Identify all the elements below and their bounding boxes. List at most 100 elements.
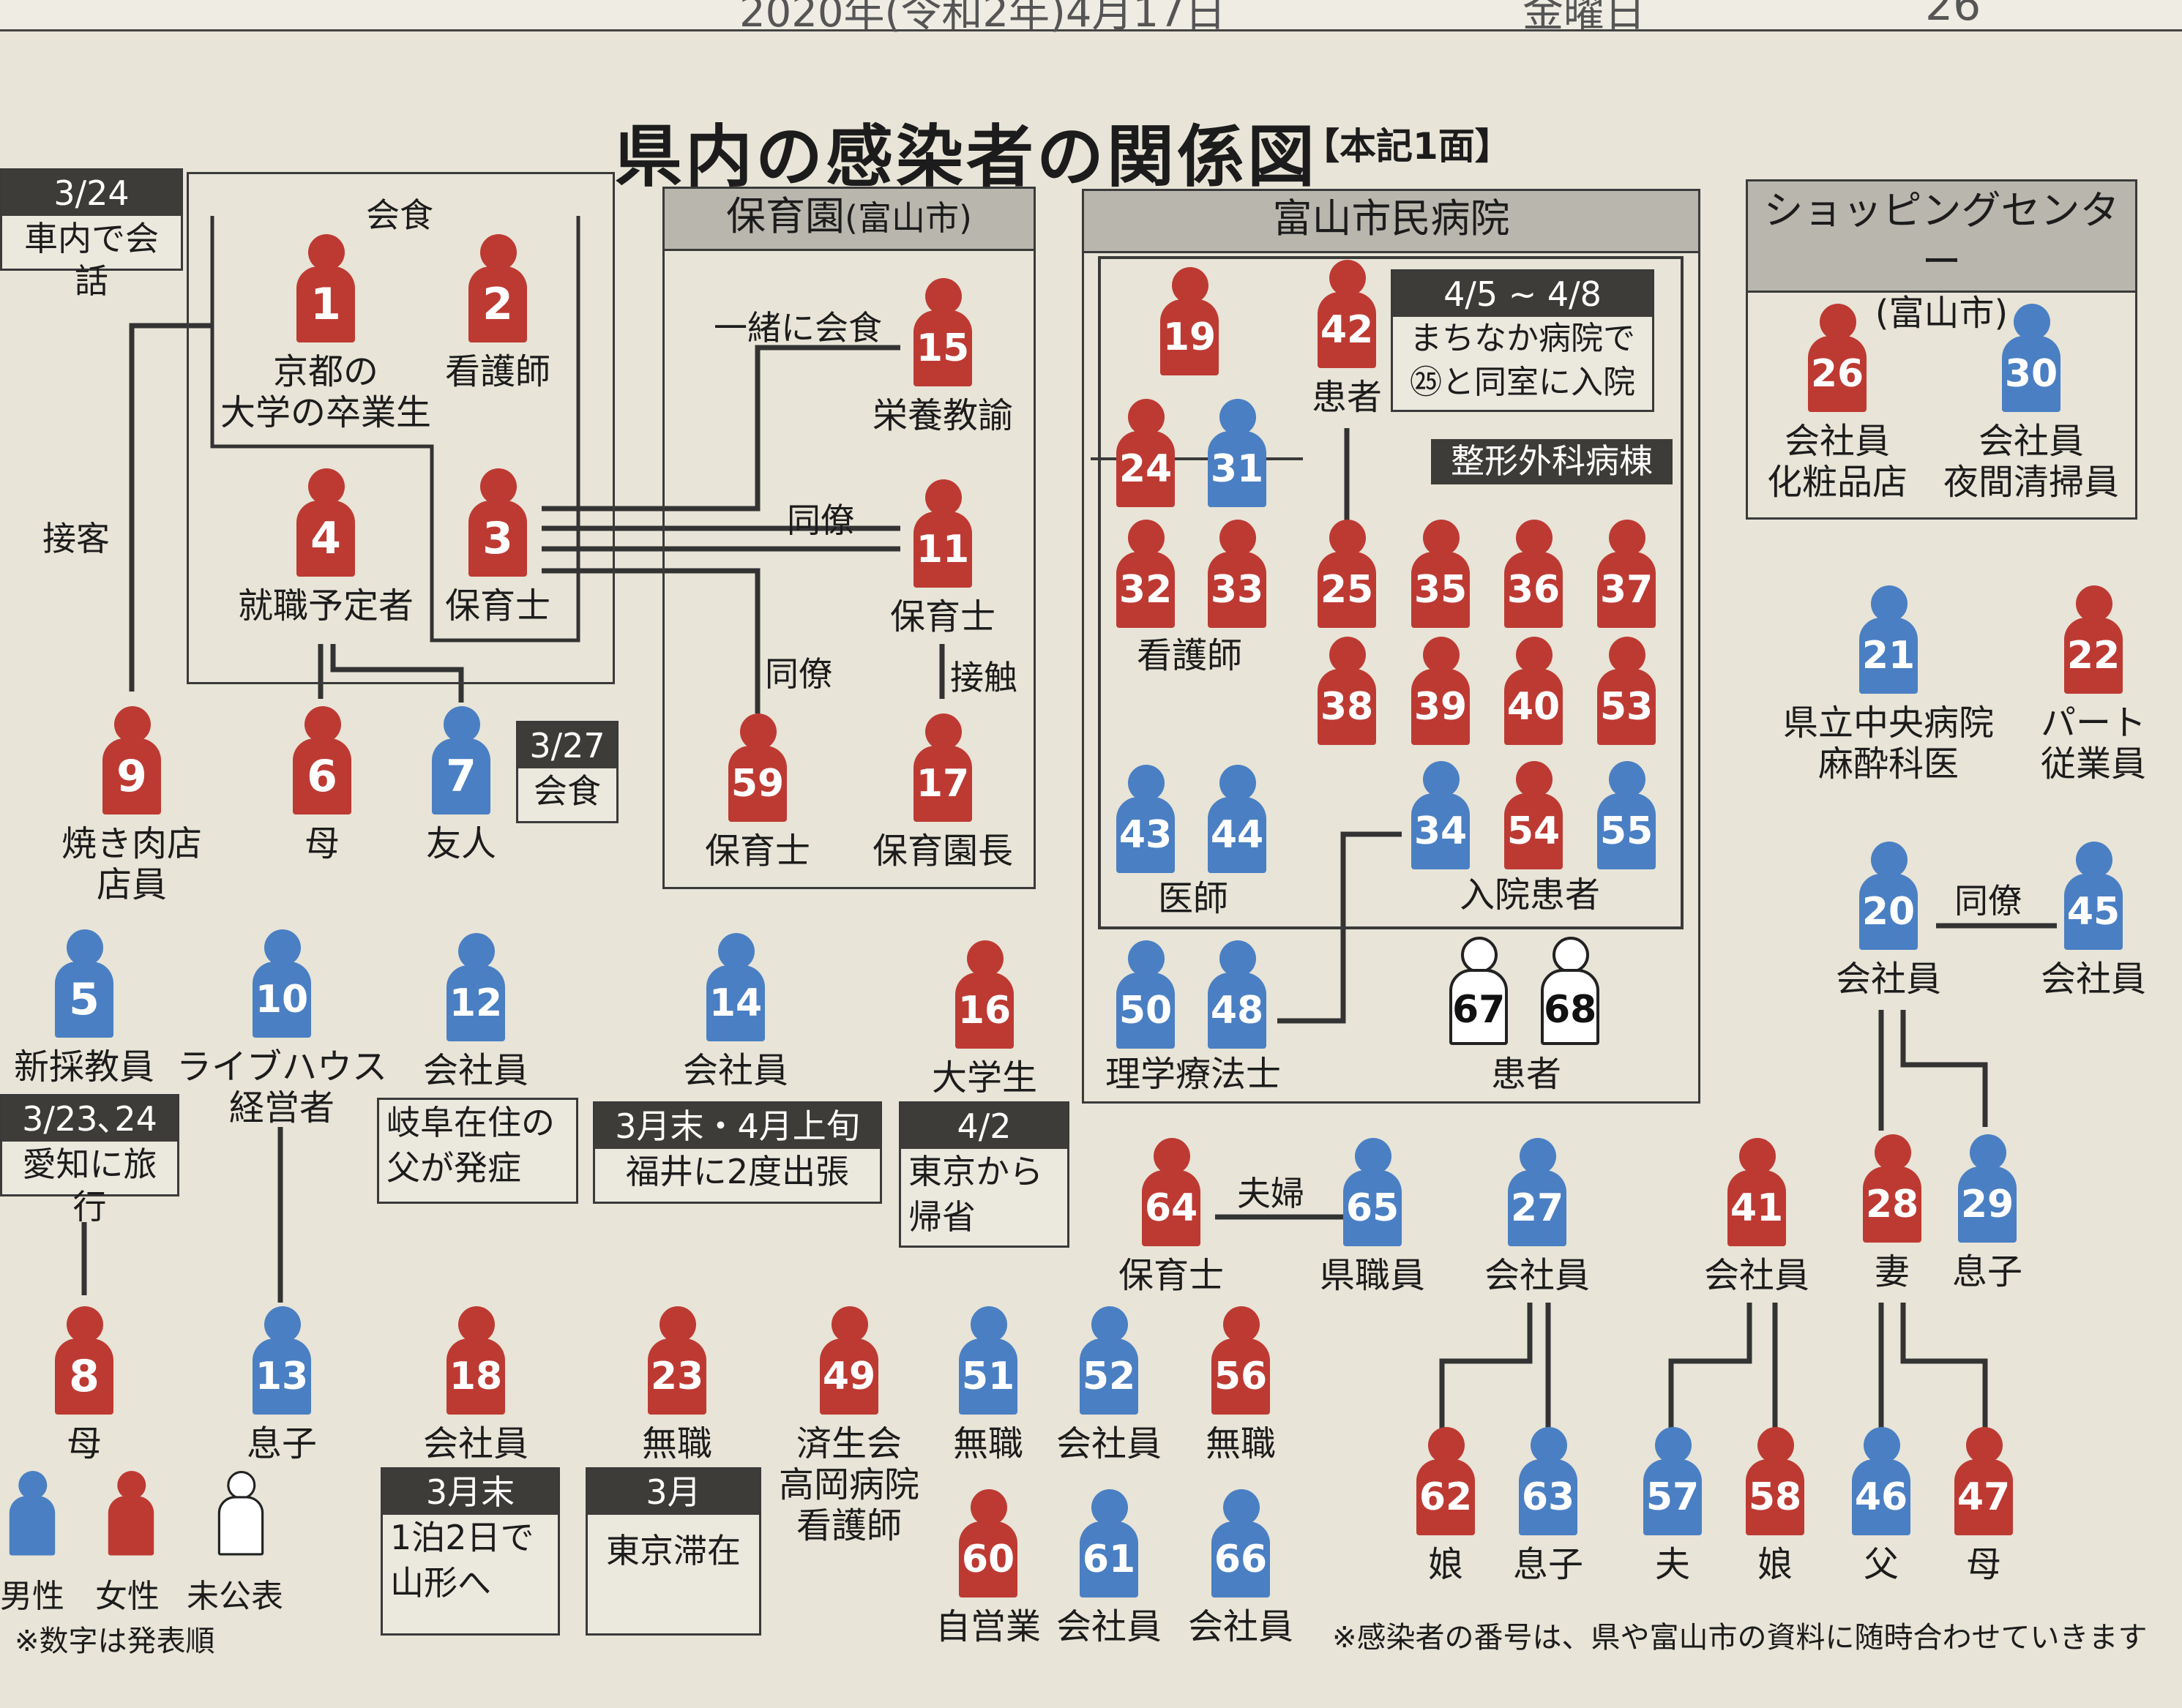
person-head — [1128, 399, 1165, 435]
person-50-icon: 50 — [1109, 940, 1182, 1065]
person-number: 18 — [447, 1338, 505, 1415]
person-number: 45 — [2064, 874, 2123, 950]
person-57-icon: 57 — [1636, 1427, 1709, 1551]
person-62-label: 娘 — [1427, 1544, 1463, 1585]
person-number: 22 — [2064, 618, 2123, 694]
person-head — [458, 933, 495, 970]
person-3-label: 保育士 — [444, 585, 550, 626]
person-head — [925, 278, 962, 315]
person-35-icon: 35 — [1404, 520, 1477, 644]
person-12-label: 会社員 — [422, 1050, 528, 1091]
person-head — [2014, 304, 2050, 340]
person-61-icon: 61 — [1072, 1489, 1146, 1614]
person-66-icon: 66 — [1204, 1489, 1277, 1614]
person-number: 19 — [1160, 299, 1219, 375]
person-number: 38 — [1318, 669, 1376, 745]
person-head — [1966, 1427, 2003, 1464]
person-number: 24 — [1116, 431, 1175, 507]
person-9-label: 店員 — [96, 864, 167, 905]
person-head — [264, 1306, 301, 1343]
person-number: 44 — [1208, 797, 1266, 873]
person-28-label: 妻 — [1874, 1251, 1910, 1292]
person-15-label: 栄養教諭 — [872, 395, 1013, 436]
person-56-label: 無職 — [1205, 1423, 1276, 1464]
person-number: 31 — [1208, 431, 1266, 507]
person-60-label: 自営業 — [935, 1606, 1041, 1647]
person-7-label: 友人 — [425, 823, 496, 864]
person-59-label: 保育士 — [704, 831, 810, 872]
legend-female-label: 女性 — [95, 1578, 160, 1615]
note-gifu: 岐阜在住の父が発症 — [377, 1098, 578, 1204]
link-label-issho: 一緒に会食 — [714, 308, 882, 348]
person-head — [1516, 520, 1553, 556]
person-number: 66 — [1211, 1521, 1270, 1597]
person-43-icon: 43 — [1109, 765, 1182, 889]
person-number: 25 — [1318, 552, 1376, 628]
person-head — [1128, 765, 1165, 801]
person-25-icon: 25 — [1310, 520, 1383, 644]
person-head — [1128, 520, 1165, 556]
person-head — [1757, 1427, 1794, 1464]
person-27-icon: 27 — [1501, 1138, 1574, 1262]
person-head — [971, 1306, 1007, 1343]
person-49-label: 看護師 — [796, 1505, 902, 1546]
person-number: 8 — [55, 1338, 113, 1415]
person-10-label: 経営者 — [228, 1087, 335, 1128]
person-40-icon: 40 — [1497, 637, 1570, 761]
person-63-icon: 63 — [1512, 1427, 1585, 1551]
person-61-label: 会社員 — [1055, 1606, 1162, 1647]
person-number: 54 — [1504, 793, 1563, 869]
person-58-label: 娘 — [1757, 1544, 1793, 1585]
person-head — [1516, 761, 1553, 798]
person-head — [480, 234, 517, 271]
person-number: 16 — [955, 973, 1014, 1049]
person-21-label: 県立中央病院 — [1782, 703, 1994, 743]
person-30-label: 会社員 — [1978, 421, 2084, 462]
group-label-ishi: 医師 — [1157, 878, 1228, 919]
person-15-icon: 15 — [906, 278, 979, 402]
person-head — [740, 713, 777, 750]
person-57-label: 夫 — [1654, 1544, 1690, 1585]
person-58-icon: 58 — [1738, 1427, 1812, 1551]
person-21-label: 麻酔科医 — [1817, 743, 1959, 784]
person-number: 6 — [293, 738, 351, 814]
link-label-sesshoku: 接触 — [950, 658, 1017, 697]
kaishoku-group-box — [187, 172, 615, 684]
person-32-icon: 32 — [1109, 520, 1182, 644]
person-head — [660, 1306, 696, 1343]
header-weekday: 金曜日 — [1522, 0, 1645, 37]
person-number: 57 — [1643, 1459, 1702, 1535]
person-18-label: 会社員 — [422, 1423, 528, 1464]
person-number: 13 — [253, 1338, 311, 1415]
person-23-icon: 23 — [640, 1306, 714, 1431]
person-31-icon: 31 — [1200, 399, 1274, 523]
person-26-label: 化粧品店 — [1766, 462, 1908, 503]
person-7-icon: 7 — [425, 706, 498, 831]
note-date: 4/5 ~ 4/8 — [1393, 271, 1652, 317]
person-head — [718, 933, 755, 970]
note-line2: 山形へ — [390, 1563, 491, 1603]
person-head — [1553, 937, 1589, 973]
person-49-label: 済生会 — [796, 1423, 902, 1464]
person-number: 10 — [253, 962, 311, 1038]
diagram-title: 県内の感染者の関係図 — [615, 118, 1318, 196]
person-29-label: 息子 — [1951, 1251, 2022, 1292]
person-29-icon: 29 — [1951, 1134, 2024, 1259]
person-number: 3 — [468, 501, 527, 577]
person-number: 59 — [728, 746, 787, 822]
person-4-label: 就職予定者 — [237, 585, 414, 626]
person-head — [1871, 585, 1908, 622]
header-page-number: 26 — [1925, 0, 1981, 31]
person-number: 67 — [1449, 969, 1508, 1045]
person-head — [1820, 304, 1856, 340]
link-label-fufu: 夫婦 — [1237, 1174, 1304, 1213]
person-47-icon: 47 — [1947, 1427, 2020, 1551]
person-48-icon: 48 — [1200, 940, 1274, 1065]
person-23-label: 無職 — [641, 1423, 712, 1464]
person-head — [2076, 842, 2112, 878]
person-head — [67, 1306, 103, 1343]
person-59-icon: 59 — [721, 713, 794, 838]
person-number: 43 — [1116, 797, 1175, 873]
